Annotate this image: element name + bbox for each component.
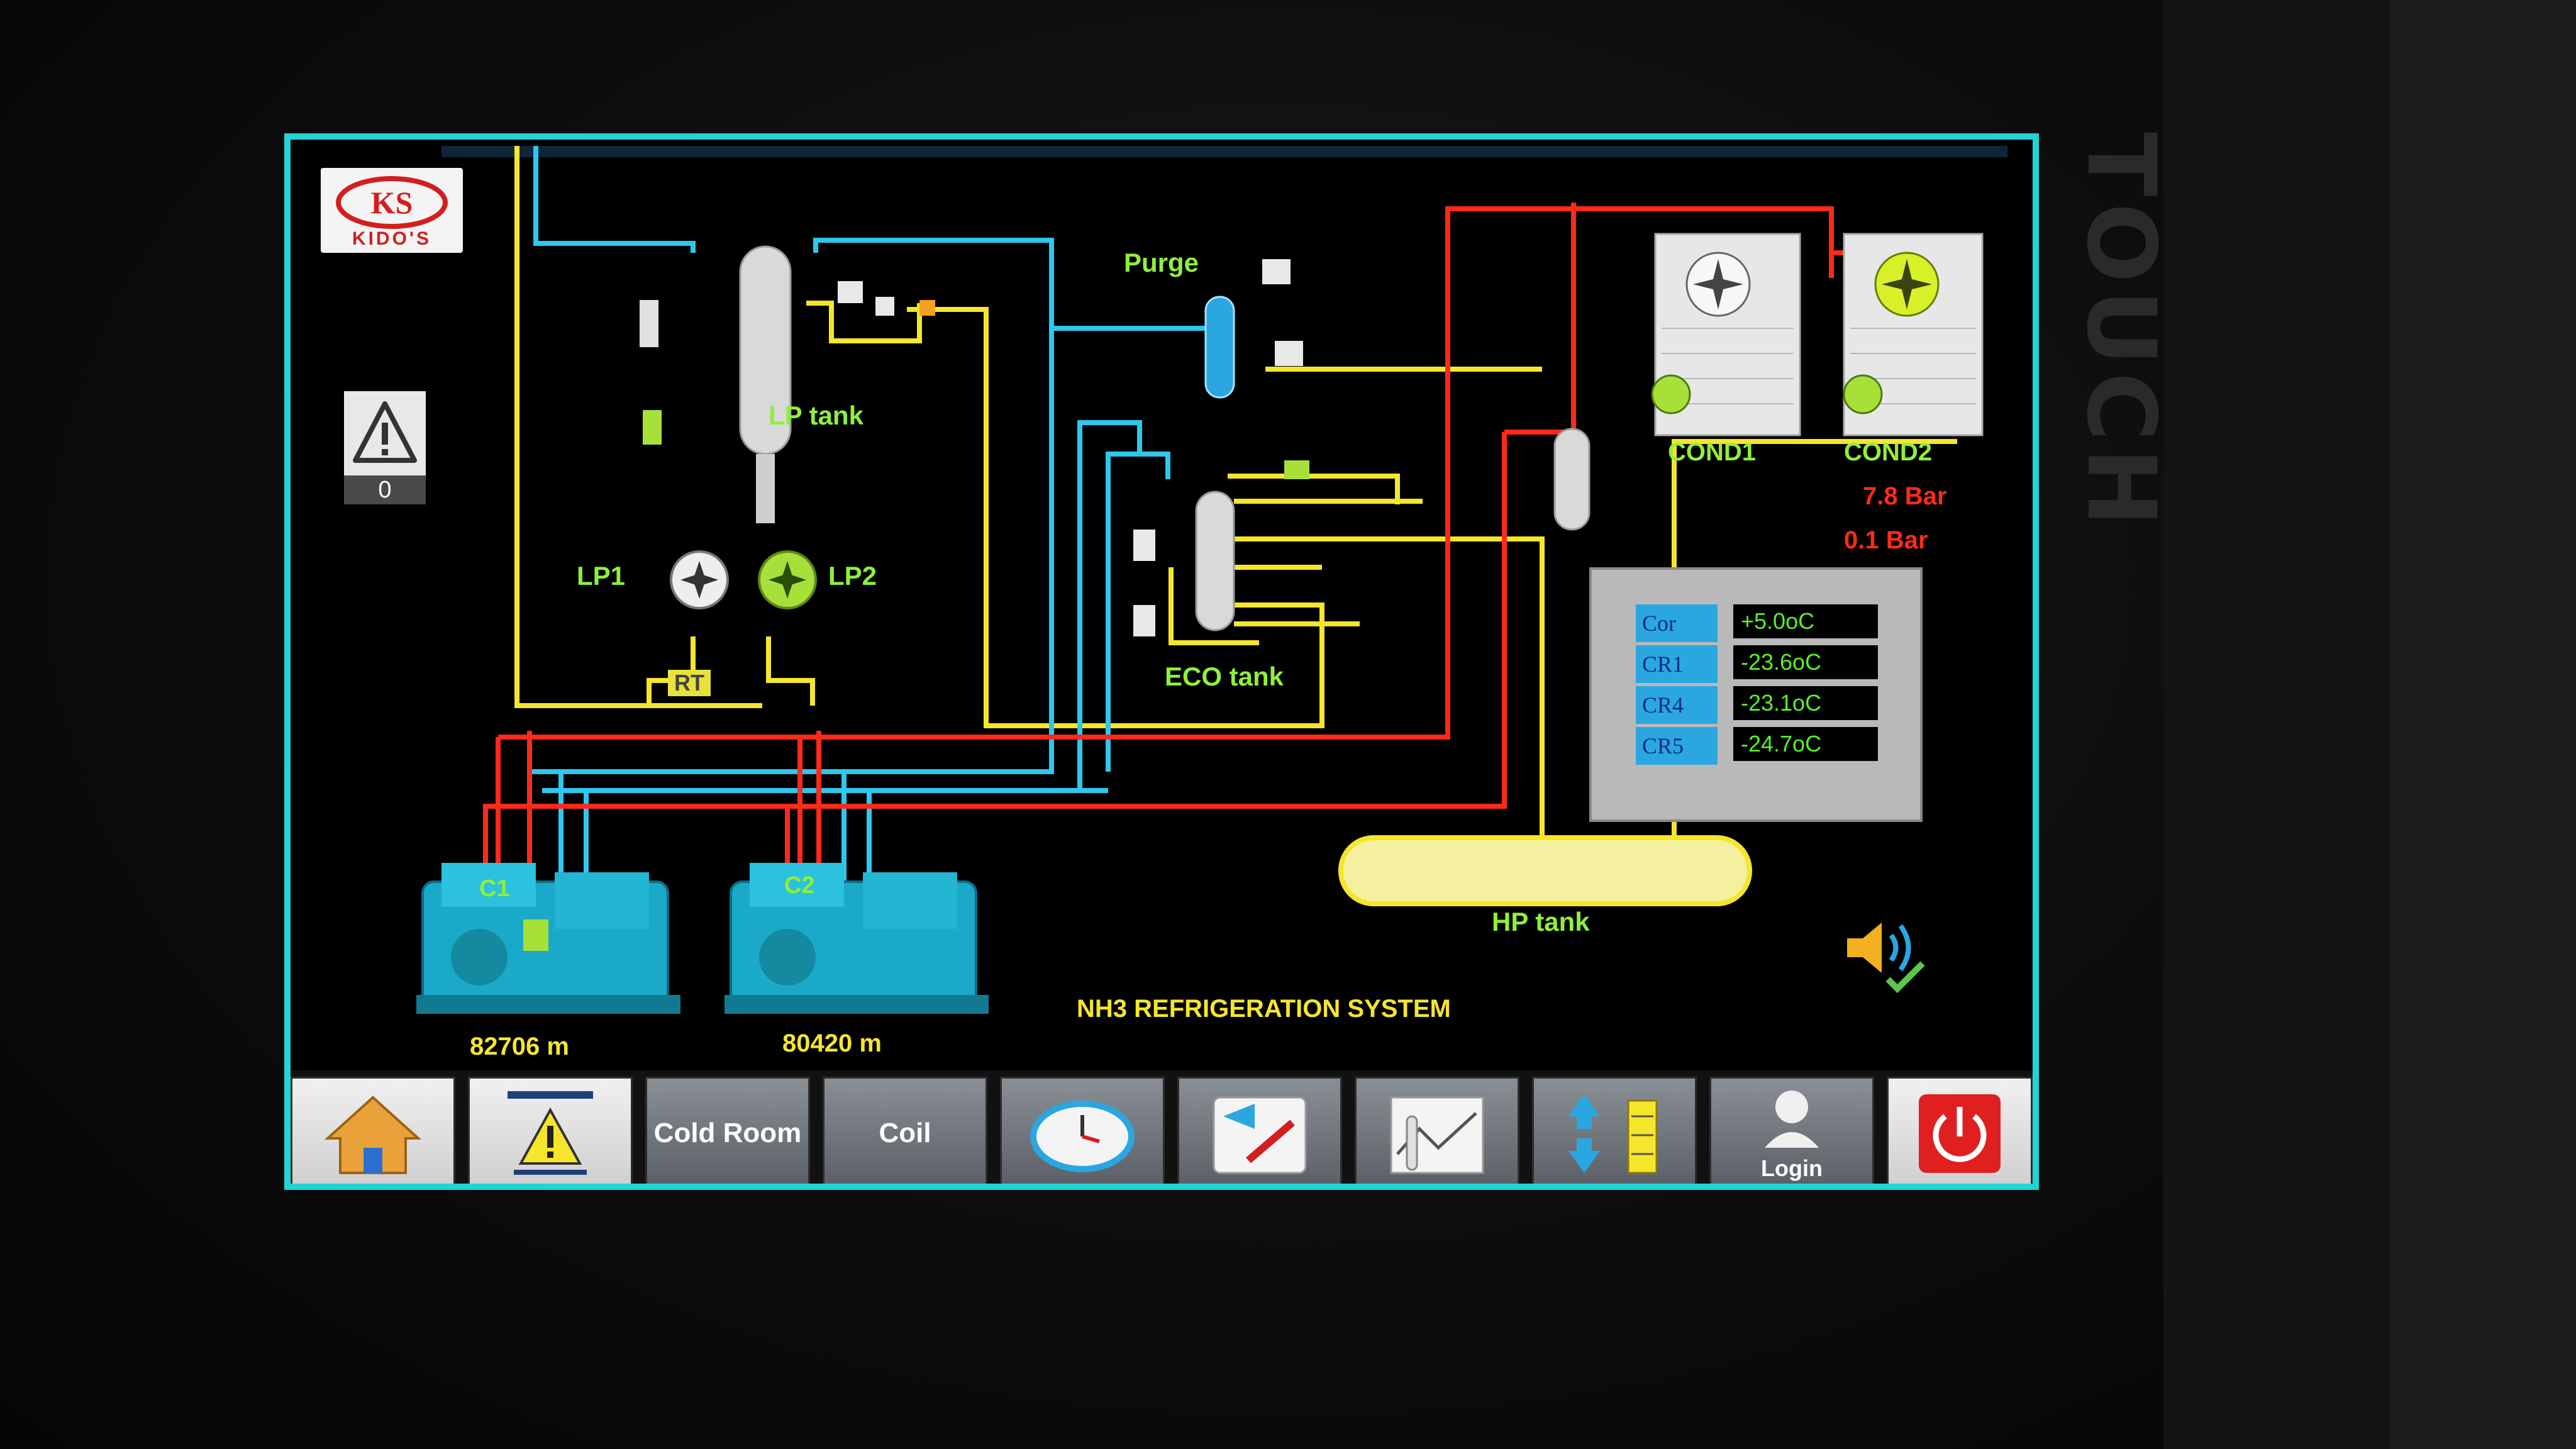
trend-chart-icon bbox=[1390, 1096, 1484, 1174]
lp-valves bbox=[838, 281, 935, 316]
coil-button[interactable]: Coil bbox=[823, 1077, 987, 1184]
temp-name: CR1 bbox=[1636, 645, 1718, 683]
trend-button[interactable] bbox=[1355, 1077, 1519, 1184]
edit-button[interactable] bbox=[1177, 1077, 1342, 1184]
system-title: NH3 REFRIGERATION SYSTEM bbox=[1077, 995, 1451, 1023]
bezel-side-panel bbox=[2163, 0, 2390, 1449]
cold-room-label: Cold Room bbox=[653, 1118, 802, 1148]
home-button[interactable] bbox=[291, 1077, 455, 1184]
temperature-panel: Cor +5.0oC CR1 -23.6oC CR4 -23.1oC CR5 -… bbox=[1589, 567, 1923, 822]
alarm-button[interactable] bbox=[468, 1077, 633, 1184]
temp-row-cr1[interactable]: CR1 -23.6oC bbox=[1592, 645, 1920, 683]
c1-runtime: 82706 m bbox=[470, 1033, 569, 1060]
hp-tank-label: HP tank bbox=[1492, 907, 1590, 936]
c2-label: C2 bbox=[784, 872, 815, 899]
kidos-logo-mark: KS KIDO'S bbox=[336, 176, 448, 249]
lp-tank bbox=[640, 245, 792, 523]
cold-room-button[interactable]: Cold Room bbox=[645, 1077, 810, 1184]
cond1-unit[interactable] bbox=[1651, 233, 1801, 436]
purge-label: Purge bbox=[1124, 248, 1199, 277]
bezel-right-panel bbox=[2390, 0, 2576, 1449]
alarm-indicator[interactable]: 0 bbox=[344, 391, 426, 504]
lp-tank-label: LP tank bbox=[769, 401, 863, 430]
eco-tank-label: ECO tank bbox=[1165, 662, 1284, 691]
alarm-count: 0 bbox=[344, 475, 426, 504]
c1-label: C1 bbox=[479, 875, 510, 902]
io-button[interactable] bbox=[1532, 1077, 1697, 1184]
compressor-c2[interactable] bbox=[724, 863, 989, 1014]
svg-text:KIDO'S: KIDO'S bbox=[352, 228, 431, 249]
process-diagram-area: KS KIDO'S 0 LP tank LP1 LP2 RT Purge ECO… bbox=[291, 140, 2033, 1070]
bottom-toolbar: Cold Room Coil bbox=[291, 1070, 2033, 1184]
lp1-label: LP1 bbox=[577, 561, 626, 591]
stopwatch-icon bbox=[1030, 1101, 1135, 1172]
hp-tank bbox=[1338, 835, 1752, 906]
speaker-icon bbox=[1847, 923, 1925, 994]
low-pressure-value: 0.1 Bar bbox=[1844, 526, 1928, 554]
temp-value: -24.7oC bbox=[1733, 727, 1878, 761]
top-bar bbox=[441, 146, 2007, 157]
sound-toggle[interactable] bbox=[1835, 901, 1935, 1001]
login-button[interactable]: Login bbox=[1709, 1077, 1874, 1184]
power-button[interactable] bbox=[1887, 1077, 2033, 1184]
suction-lines bbox=[530, 146, 1206, 894]
lp1-pump-icon[interactable] bbox=[670, 550, 729, 609]
user-icon bbox=[1765, 1091, 1819, 1148]
eco-tank bbox=[1133, 460, 1309, 636]
temp-row-cor[interactable]: Cor +5.0oC bbox=[1592, 604, 1920, 642]
temp-row-cr4[interactable]: CR4 -23.1oC bbox=[1592, 686, 1920, 724]
temp-value: +5.0oC bbox=[1733, 604, 1878, 638]
purge-unit bbox=[1204, 259, 1303, 399]
up-down-arrows-icon bbox=[1568, 1094, 1658, 1174]
login-label: Login bbox=[1761, 1155, 1823, 1181]
temp-value: -23.6oC bbox=[1733, 645, 1878, 679]
edit-icon bbox=[1213, 1096, 1307, 1174]
compressor-c1[interactable] bbox=[416, 863, 680, 1014]
coil-label: Coil bbox=[879, 1118, 931, 1148]
lp2-pump-icon[interactable] bbox=[758, 550, 817, 609]
timer-button[interactable] bbox=[1000, 1077, 1165, 1184]
warning-triangle-icon bbox=[353, 401, 417, 463]
c2-runtime: 80420 m bbox=[782, 1030, 882, 1057]
hmi-screen: KS KIDO'S 0 LP tank LP1 LP2 RT Purge ECO… bbox=[284, 133, 2039, 1190]
cond2-label: COND2 bbox=[1844, 438, 1933, 466]
svg-text:KS: KS bbox=[371, 185, 413, 220]
piping-diagram bbox=[416, 146, 2007, 1014]
temp-row-cr5[interactable]: CR5 -24.7oC bbox=[1592, 727, 1920, 765]
temp-name: CR5 bbox=[1636, 727, 1718, 765]
temp-value: -23.1oC bbox=[1733, 686, 1878, 720]
home-icon bbox=[324, 1096, 422, 1174]
cond1-label: COND1 bbox=[1668, 438, 1757, 466]
high-pressure-value: 7.8 Bar bbox=[1863, 482, 1947, 510]
kidos-logo: KS KIDO'S bbox=[321, 168, 463, 253]
bezel-brand-text: TOUCH bbox=[2066, 132, 2175, 533]
power-icon bbox=[1919, 1094, 2001, 1173]
warning-icon bbox=[508, 1091, 593, 1175]
temp-name: CR4 bbox=[1636, 686, 1718, 724]
hp-separator bbox=[1553, 428, 1591, 531]
lp2-label: LP2 bbox=[828, 561, 877, 591]
temp-name: Cor bbox=[1636, 604, 1718, 642]
rt-label: RT bbox=[668, 670, 711, 696]
cond2-unit[interactable] bbox=[1843, 233, 1984, 436]
